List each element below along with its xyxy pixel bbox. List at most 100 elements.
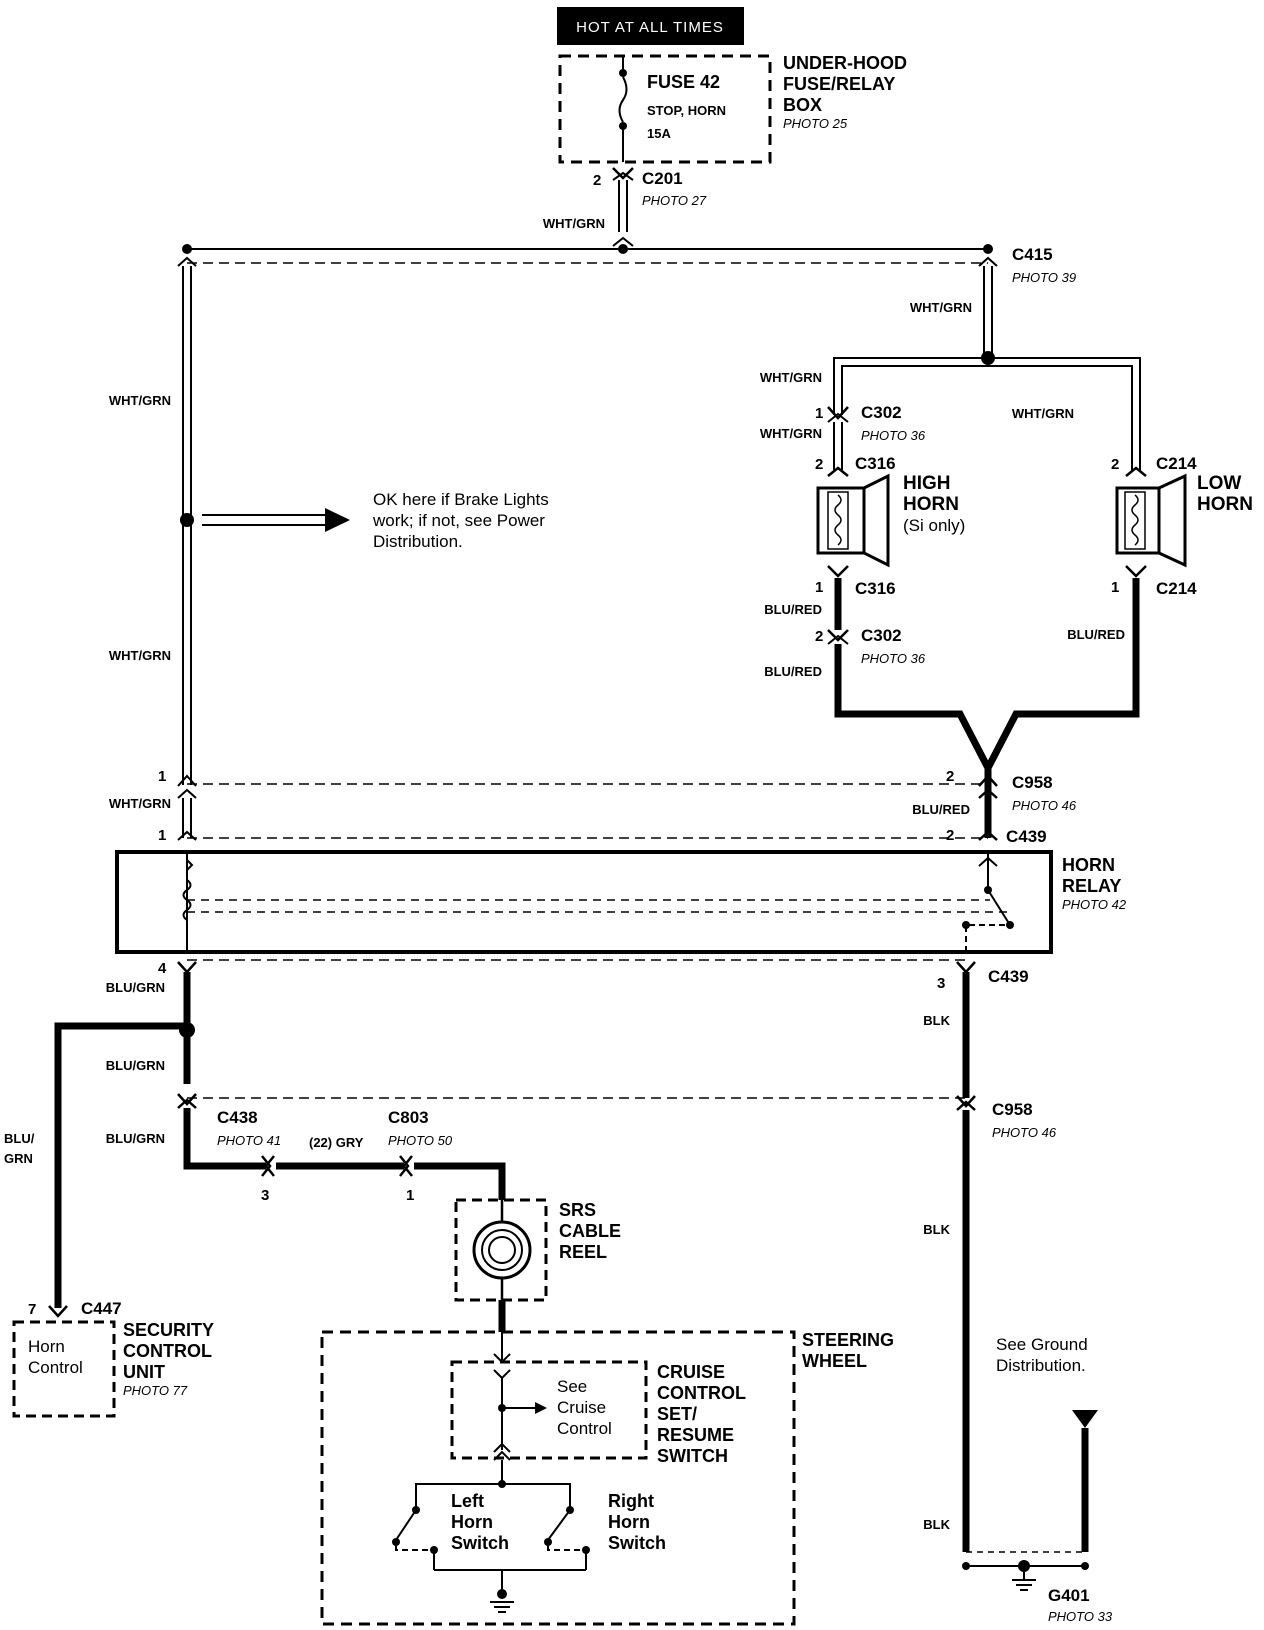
fuse-name: FUSE 42 — [647, 72, 720, 92]
steering-wheel-box — [320, 1330, 796, 1626]
relay-coil-icon — [182, 852, 194, 950]
c302-bot-pin: 2 — [815, 628, 823, 645]
wire-label-blk-2: BLK — [923, 1222, 950, 1237]
wire-label-wht-grn-left-1: WHT/GRN — [109, 393, 171, 408]
c447-connector-icon — [48, 1305, 68, 1318]
wire-label-blu-red-1: BLU/RED — [764, 602, 822, 617]
relay-switch-icon — [962, 852, 1014, 950]
c803-pin: 1 — [406, 1187, 414, 1204]
c439-top-pin-left: 1 — [158, 827, 166, 844]
wire-label-wht-grn-c201: WHT/GRN — [543, 216, 605, 231]
wire-label-wht-grn-c415: WHT/GRN — [910, 300, 972, 315]
wire-label-gry: (22) GRY — [309, 1135, 364, 1150]
horn-relay-label-1: HORN — [1062, 855, 1115, 875]
cruise-see-3: Control — [557, 1419, 612, 1438]
fusebox-name-3: BOX — [783, 95, 822, 115]
right-horn-switch-icon — [544, 1506, 590, 1554]
srs-cable-reel-box — [454, 1198, 548, 1302]
brake-note-3: Distribution. — [373, 532, 463, 551]
c958-top-pin-right: 2 — [946, 768, 954, 785]
cruise-arrow-icon — [502, 1402, 547, 1414]
wire-label-blu-grn-split-1: BLU/ — [4, 1131, 35, 1146]
c439-top-pin-right: 2 — [946, 827, 954, 844]
cruise-label-4: RESUME — [657, 1425, 734, 1445]
left-switch-label-3: Switch — [451, 1533, 509, 1553]
wire-label-blu-red-3: BLU/RED — [1067, 627, 1125, 642]
horn-relay-box — [115, 850, 1053, 954]
c214-top-name: C214 — [1156, 454, 1197, 473]
wire-label-blu-red-c958: BLU/RED — [912, 802, 970, 817]
wire-label-blu-grn-1: BLU/GRN — [106, 980, 165, 995]
c447-name: C447 — [81, 1299, 122, 1318]
cruise-label-5: SWITCH — [657, 1446, 728, 1466]
splice-dot-brake — [180, 513, 194, 527]
wire-label-wht-grn-c316: WHT/GRN — [760, 426, 822, 441]
security-label-1: SECURITY — [123, 1320, 214, 1340]
c201-pin: 2 — [593, 172, 601, 189]
c302-bot-photo: PHOTO 36 — [861, 651, 926, 666]
ground-icon — [1012, 1560, 1036, 1591]
horn-relay-photo: PHOTO 42 — [1062, 897, 1127, 912]
switch-ground-icon — [490, 1570, 514, 1613]
c958-top-pin-left: 1 — [158, 768, 166, 785]
c302-top-name: C302 — [861, 403, 902, 422]
c201-photo: PHOTO 27 — [642, 193, 707, 208]
c316-top-name: C316 — [855, 454, 896, 473]
fuse-rating: 15A — [647, 126, 671, 141]
low-horn-label-1: LOW — [1197, 473, 1241, 494]
c438-pin: 3 — [261, 1187, 269, 1204]
wire-label-blk-1: BLK — [923, 1013, 950, 1028]
c415-name: C415 — [1012, 245, 1053, 264]
fusebox-name-1: UNDER-HOOD — [783, 53, 907, 73]
left-switch-label-2: Horn — [451, 1512, 493, 1532]
security-label-3: UNIT — [123, 1362, 165, 1382]
wire-label-wht-grn-c958: WHT/GRN — [109, 796, 171, 811]
blu-grn-c438-wire — [183, 1108, 266, 1170]
wire-label-blk-3: BLK — [923, 1517, 950, 1532]
brake-note-2: work; if not, see Power — [372, 511, 545, 530]
horn-relay-label-2: RELAY — [1062, 876, 1121, 896]
c302-bot-name: C302 — [861, 626, 902, 645]
ground-note-2: Distribution. — [996, 1356, 1086, 1375]
low-horn-label-2: HORN — [1197, 494, 1253, 515]
c214-top-pin: 2 — [1111, 456, 1119, 473]
blu-red-right-wire — [984, 578, 1140, 770]
security-unit-box — [12, 1320, 116, 1418]
c439-bot-pin-right: 3 — [937, 975, 945, 992]
cruise-label-3: SET/ — [657, 1404, 697, 1424]
wire-label-blu-grn-2: BLU/GRN — [106, 1058, 165, 1073]
wire-label-blu-red-2: BLU/RED — [764, 664, 822, 679]
c803-name: C803 — [388, 1108, 429, 1127]
fuse-icon — [618, 56, 628, 162]
c316-bot-pin: 1 — [815, 579, 823, 596]
left-horn-switch-icon — [392, 1506, 438, 1554]
cruise-label-1: CRUISE — [657, 1362, 725, 1382]
high-horn-icon — [816, 473, 890, 568]
steering-label-1: STEERING — [802, 1330, 894, 1350]
cruise-label-2: CONTROL — [657, 1383, 746, 1403]
c316-top-pin: 2 — [815, 456, 823, 473]
high-horn-note: (Si only) — [903, 516, 965, 535]
ground-note-1: See Ground — [996, 1335, 1088, 1354]
ground-distribution-arrow-icon — [1072, 1410, 1098, 1552]
power-label: HOT AT ALL TIMES — [576, 19, 724, 36]
right-switch-label-2: Horn — [608, 1512, 650, 1532]
c302-top-connector-icon — [827, 406, 849, 420]
g401-photo: PHOTO 33 — [1048, 1609, 1113, 1624]
high-horn-label-2: HORN — [903, 494, 959, 515]
cable-reel-icon — [472, 1200, 532, 1300]
security-inner-2: Control — [28, 1358, 83, 1377]
blu-red-left-wire — [834, 644, 992, 770]
c958-bot-name: C958 — [992, 1100, 1033, 1119]
cruise-see-2: Cruise — [557, 1398, 606, 1417]
wire-label-blu-grn-3: BLU/GRN — [106, 1131, 165, 1146]
cruise-see-1: See — [557, 1377, 587, 1396]
blu-grn-security-wire — [54, 1022, 187, 1308]
c439-top-name: C439 — [1006, 827, 1047, 846]
c201-name: C201 — [642, 169, 683, 188]
c958-top-name: C958 — [1012, 773, 1053, 792]
low-horn-icon — [1115, 473, 1187, 568]
security-photo: PHOTO 77 — [123, 1383, 188, 1398]
brake-note-1: OK here if Brake Lights — [373, 490, 549, 509]
